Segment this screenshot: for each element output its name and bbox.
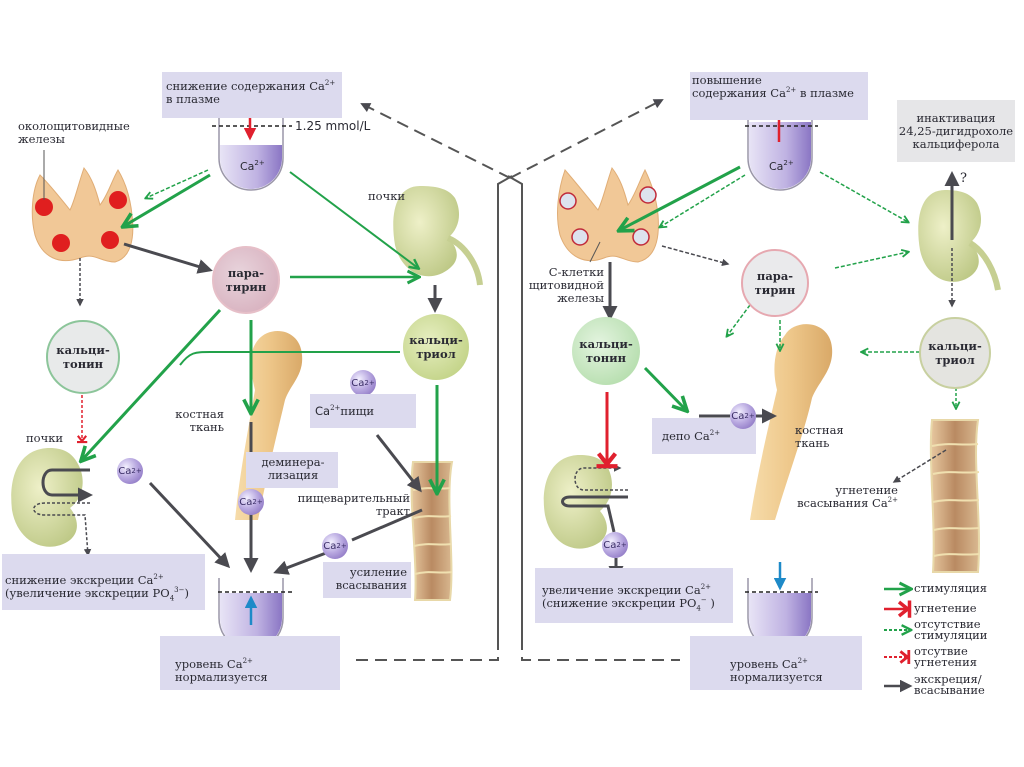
high-plasma-calcium-box bbox=[690, 72, 868, 120]
digestive-tract-illustration bbox=[929, 419, 980, 573]
paratirin-node: пара-тирин bbox=[212, 246, 280, 314]
excretion-decrease-label: снижение экскреции Ca2+ (увеличение экск… bbox=[5, 573, 189, 603]
normalized-box-right bbox=[690, 636, 862, 690]
beaker-ca-label-right: Ca2+ bbox=[769, 159, 794, 174]
feedback-connectors bbox=[350, 99, 680, 661]
food-calcium-box bbox=[310, 394, 416, 428]
plasma-beaker-high bbox=[745, 105, 818, 191]
calcitonin-node-right: кальци-тонин bbox=[572, 317, 640, 385]
parathyroid-cell bbox=[109, 191, 127, 209]
paratirin-node-right: пара-тирин bbox=[741, 249, 809, 317]
beaker-ca-label: Ca2+ bbox=[240, 159, 265, 174]
demineralization-label: деминера-лизация bbox=[261, 455, 325, 482]
parathyroid-cell bbox=[52, 234, 70, 252]
kidney-illustration bbox=[393, 186, 483, 286]
c-cell bbox=[639, 186, 657, 204]
question-mark: ? bbox=[960, 171, 967, 186]
c-cell bbox=[559, 192, 577, 210]
demineralization-box bbox=[246, 452, 338, 488]
normalized-label-left: уровень Ca2+ нормализуется bbox=[175, 657, 268, 684]
parathyroid-cell bbox=[101, 231, 119, 249]
low-plasma-calcium-label: снижение содержания Ca2+ в плазме bbox=[166, 79, 336, 106]
kidney-illustration bbox=[543, 455, 628, 549]
food-calcium-label: Ca2+пищи bbox=[315, 404, 375, 418]
c-cell bbox=[632, 228, 650, 246]
plasma-beaker-normal-right bbox=[745, 562, 818, 651]
kidney-left-label: почки bbox=[26, 431, 64, 445]
kidney-illustration bbox=[11, 448, 93, 557]
excretion-increase-box bbox=[535, 568, 733, 623]
legend-arrows bbox=[884, 589, 910, 693]
plasma-beaker-low bbox=[212, 108, 292, 191]
arrows-right bbox=[596, 165, 956, 581]
excretion-increase-label: увеличение экскреции Ca2+ (снижение экск… bbox=[542, 583, 715, 613]
bone-illustration bbox=[750, 324, 833, 520]
calcitriol-node-right: кальци-триол bbox=[919, 317, 991, 389]
calcium-depot-label: депо Ca2+ bbox=[662, 429, 721, 443]
high-plasma-calcium-label: повышение содержания Ca2+ в плазме bbox=[692, 73, 854, 100]
calcitonin-node: кальци-тонин bbox=[46, 320, 120, 394]
digestive-tract-illustration bbox=[410, 461, 454, 601]
threshold-label: 1.25 mmol/L bbox=[295, 119, 371, 133]
thyroid-gland-illustration bbox=[557, 166, 659, 263]
absorption-box bbox=[323, 562, 411, 598]
calcitriol-node: кальци-триол bbox=[403, 314, 469, 380]
parathyroid-gland-illustration bbox=[31, 150, 134, 263]
kidney-top-label: почки bbox=[368, 189, 406, 203]
normalized-label-right: уровень Ca2+ нормализуется bbox=[730, 657, 823, 684]
c-cell bbox=[571, 228, 589, 246]
inactivation-box bbox=[897, 100, 1015, 162]
normalized-box-left bbox=[160, 636, 340, 690]
parathyroid-cell bbox=[35, 198, 53, 216]
kidney-illustration bbox=[918, 190, 1001, 291]
low-plasma-calcium-box bbox=[162, 72, 342, 118]
excretion-decrease-box bbox=[2, 554, 205, 610]
